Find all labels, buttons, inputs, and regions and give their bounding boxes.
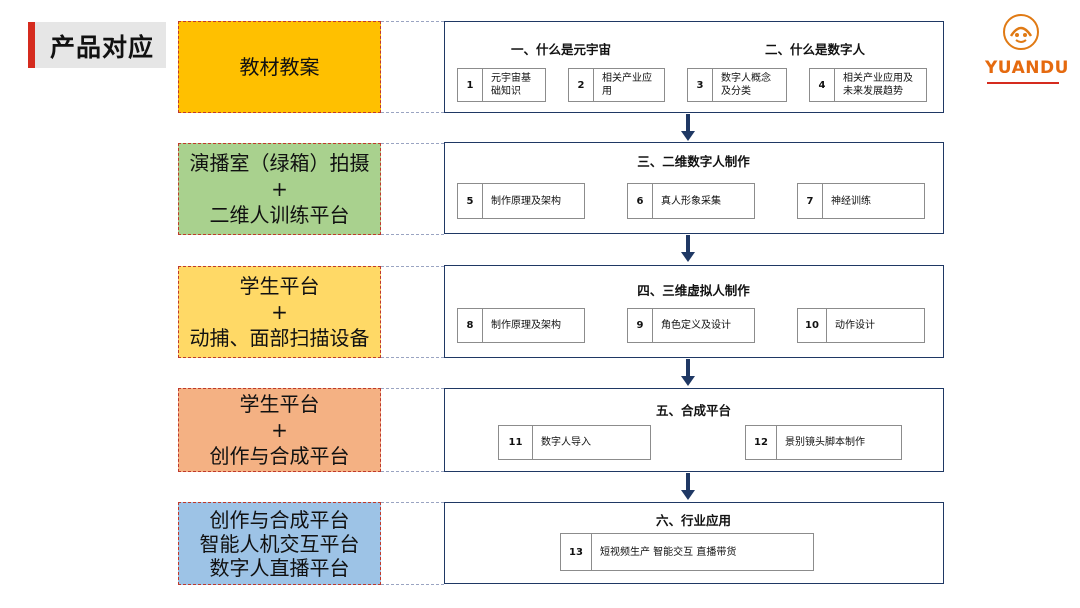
left-box-line: + xyxy=(271,300,288,324)
logo-wordmark: YUANDU xyxy=(985,58,1069,78)
item-number: 7 xyxy=(798,184,823,218)
left-box-row-5: 创作与合成平台 智能人机交互平台 数字人直播平台 xyxy=(178,502,381,585)
item-number: 1 xyxy=(458,69,483,101)
connector-line xyxy=(381,357,444,358)
left-box-line: + xyxy=(271,177,288,201)
connector-line xyxy=(381,584,444,585)
section-title: 三、二维数字人制作 xyxy=(637,154,750,169)
item-box: 7 神经训练 xyxy=(797,183,925,219)
item-box: 2 相关产业应用 xyxy=(568,68,665,102)
section-title: 一、什么是元宇宙 xyxy=(511,42,612,57)
item-label: 相关产业应用 xyxy=(602,73,652,97)
item-number: 11 xyxy=(499,426,533,459)
right-box-row-5: 六、行业应用 13 短视频生产 智能交互 直播带货 xyxy=(444,502,944,584)
item-label: 数字人导入 xyxy=(541,437,591,448)
left-box-row-1: 教材教案 xyxy=(178,21,381,113)
left-box-row-2: 演播室（绿箱）拍摄 + 二维人训练平台 xyxy=(178,143,381,235)
section-title: 二、什么是数字人 xyxy=(765,42,866,57)
item-label: 角色定义及设计 xyxy=(661,320,731,331)
item-number: 10 xyxy=(798,309,827,342)
item-box: 4 相关产业应用及未来发展趋势 xyxy=(809,68,927,102)
item-label: 真人形象采集 xyxy=(661,195,721,207)
down-arrow-icon xyxy=(681,359,695,386)
left-box-line: + xyxy=(271,418,288,442)
section-title: 四、三维虚拟人制作 xyxy=(637,283,750,298)
item-label: 景别镜头脚本制作 xyxy=(785,437,865,448)
item-label: 短视频生产 智能交互 直播带货 xyxy=(600,546,737,558)
connector-line xyxy=(381,502,444,503)
item-number: 3 xyxy=(688,69,713,101)
item-box: 13 短视频生产 智能交互 直播带货 xyxy=(560,533,814,571)
left-box-row-4: 学生平台 + 创作与合成平台 xyxy=(178,388,381,472)
item-number: 9 xyxy=(628,309,653,342)
item-box: 5 制作原理及架构 xyxy=(457,183,585,219)
connector-line xyxy=(381,143,444,144)
down-arrow-icon xyxy=(681,235,695,262)
logo-underline xyxy=(987,82,1059,84)
item-box: 6 真人形象采集 xyxy=(627,183,755,219)
left-box-line: 数字人直播平台 xyxy=(209,555,350,580)
yuandu-logo: YUANDU xyxy=(985,12,1069,92)
logo-emblem-icon xyxy=(1003,14,1039,50)
item-label: 相关产业应用及未来发展趋势 xyxy=(843,73,913,97)
right-box-row-1: 一、什么是元宇宙 二、什么是数字人 1 元宇宙基础知识 2 相关产业应用 3 数… xyxy=(444,21,944,113)
title-accent-bar xyxy=(28,22,35,68)
left-box-line: 演播室（绿箱）拍摄 xyxy=(189,151,370,175)
item-label: 制作原理及架构 xyxy=(491,320,561,331)
left-box-row-3: 学生平台 + 动捕、面部扫描设备 xyxy=(178,266,381,358)
left-box-line: 智能人机交互平台 xyxy=(199,531,360,556)
connector-line xyxy=(381,266,444,267)
left-box-line: 学生平台 xyxy=(239,274,320,298)
item-number: 12 xyxy=(746,426,777,459)
connector-line xyxy=(381,112,444,113)
connector-line xyxy=(381,388,444,389)
item-number: 8 xyxy=(458,309,483,342)
item-label: 数字人概念及分类 xyxy=(721,73,771,97)
section-title: 六、行业应用 xyxy=(655,513,731,528)
page-title: 产品对应 xyxy=(50,33,155,62)
item-number: 13 xyxy=(561,534,592,570)
page-title-banner: 产品对应 xyxy=(28,22,166,68)
left-box-line: 教材教案 xyxy=(239,55,320,79)
left-box-line: 创作与合成平台 xyxy=(209,444,350,468)
item-label: 动作设计 xyxy=(835,320,875,331)
item-box: 9 角色定义及设计 xyxy=(627,308,755,343)
item-box: 10 动作设计 xyxy=(797,308,925,343)
right-box-row-3: 四、三维虚拟人制作 8 制作原理及架构 9 角色定义及设计 10 动作设计 xyxy=(444,265,944,358)
connector-line xyxy=(381,21,444,22)
item-label: 制作原理及架构 xyxy=(491,195,561,207)
right-box-row-4: 五、合成平台 11 数字人导入 12 景别镜头脚本制作 xyxy=(444,388,944,472)
section-title: 五、合成平台 xyxy=(655,403,731,418)
left-box-line: 二维人训练平台 xyxy=(209,203,350,227)
item-label: 元宇宙基础知识 xyxy=(491,73,531,97)
connector-line xyxy=(381,234,444,235)
item-box: 1 元宇宙基础知识 xyxy=(457,68,546,102)
item-number: 4 xyxy=(810,69,835,101)
item-box: 12 景别镜头脚本制作 xyxy=(745,425,902,460)
left-box-line: 创作与合成平台 xyxy=(209,507,350,532)
down-arrow-icon xyxy=(681,473,695,500)
item-number: 5 xyxy=(458,184,483,218)
item-label: 神经训练 xyxy=(831,195,871,207)
left-box-line: 动捕、面部扫描设备 xyxy=(189,326,370,350)
right-box-row-2: 三、二维数字人制作 5 制作原理及架构 6 真人形象采集 7 神经训练 xyxy=(444,142,944,234)
item-box: 11 数字人导入 xyxy=(498,425,651,460)
item-number: 6 xyxy=(628,184,653,218)
item-box: 3 数字人概念及分类 xyxy=(687,68,787,102)
connector-line xyxy=(381,471,444,472)
left-box-line: 学生平台 xyxy=(239,392,320,416)
down-arrow-icon xyxy=(681,114,695,141)
item-box: 8 制作原理及架构 xyxy=(457,308,585,343)
item-number: 2 xyxy=(569,69,594,101)
